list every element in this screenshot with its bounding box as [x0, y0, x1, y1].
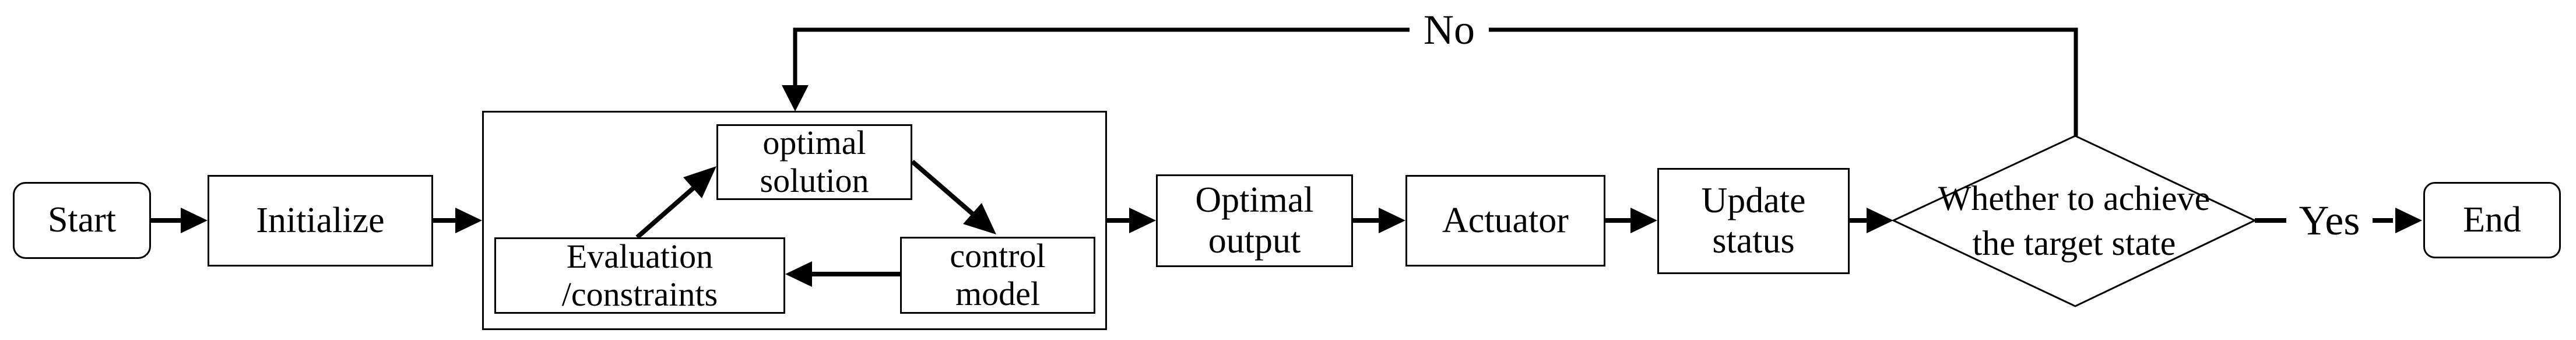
start-node: Start: [13, 182, 151, 259]
yes-edge-label: Yes: [2286, 191, 2373, 250]
initialize-node: Initialize: [208, 175, 433, 267]
edge-yes-arrowhead-icon: [2395, 208, 2422, 233]
edge-optimal-solution-control-model-arrowhead-icon: [963, 203, 996, 234]
edge-optimal-solution-control-model-line: [911, 159, 975, 217]
end-node-label: End: [2463, 199, 2521, 240]
edge-update-decision-arrowhead-icon: [1867, 208, 1893, 233]
yes-edge-label-text: Yes: [2299, 197, 2360, 244]
end-node: End: [2423, 182, 2561, 258]
optimal-solution-node-label: optimal solution: [760, 124, 869, 199]
initialize-node-label: Initialize: [256, 200, 385, 240]
control-model-node-label: control model: [950, 237, 1046, 313]
edge-actuator-update-arrowhead-icon: [1630, 208, 1657, 233]
edge-initialize-group-arrowhead-icon: [455, 208, 482, 233]
optimal-solution-node: optimal solution: [716, 124, 912, 200]
edge-start-initialize-arrowhead-icon: [181, 208, 208, 233]
decision-node: Whether to achieve the target state: [1893, 136, 2255, 306]
optimal-output-node: Optimal output: [1156, 174, 1353, 267]
update-status-node: Update status: [1657, 168, 1850, 274]
edge-control-model-evaluation-arrowhead-icon: [785, 261, 812, 287]
edge-no-feedback-arrowhead-icon: [782, 85, 809, 111]
optimization-loop-group-box: [482, 111, 1107, 330]
evaluation-constraints-node: Evaluation /constraints: [494, 237, 785, 314]
actuator-node: Actuator: [1405, 175, 1605, 267]
actuator-node-label: Actuator: [1442, 200, 1569, 240]
control-model-node: control model: [900, 237, 1095, 314]
optimal-output-node-label: Optimal output: [1195, 180, 1314, 261]
edge-optimal-output-actuator-arrowhead-icon: [1379, 208, 1405, 233]
evaluation-constraints-node-label: Evaluation /constraints: [561, 237, 718, 313]
no-edge-label: No: [1410, 1, 1489, 58]
update-status-node-label: Update status: [1701, 180, 1806, 261]
edge-group-optimal-output-arrowhead-icon: [1129, 208, 1156, 233]
decision-node-label: Whether to achieve the target state: [1938, 179, 2210, 262]
no-edge-label-text: No: [1424, 6, 1475, 53]
decision-diamond-shape: [1891, 135, 2257, 307]
edge-evaluation-optimal-solution-arrowhead-icon: [683, 166, 716, 198]
start-node-label: Start: [47, 200, 117, 240]
edge-evaluation-optimal-solution-line: [635, 185, 695, 240]
